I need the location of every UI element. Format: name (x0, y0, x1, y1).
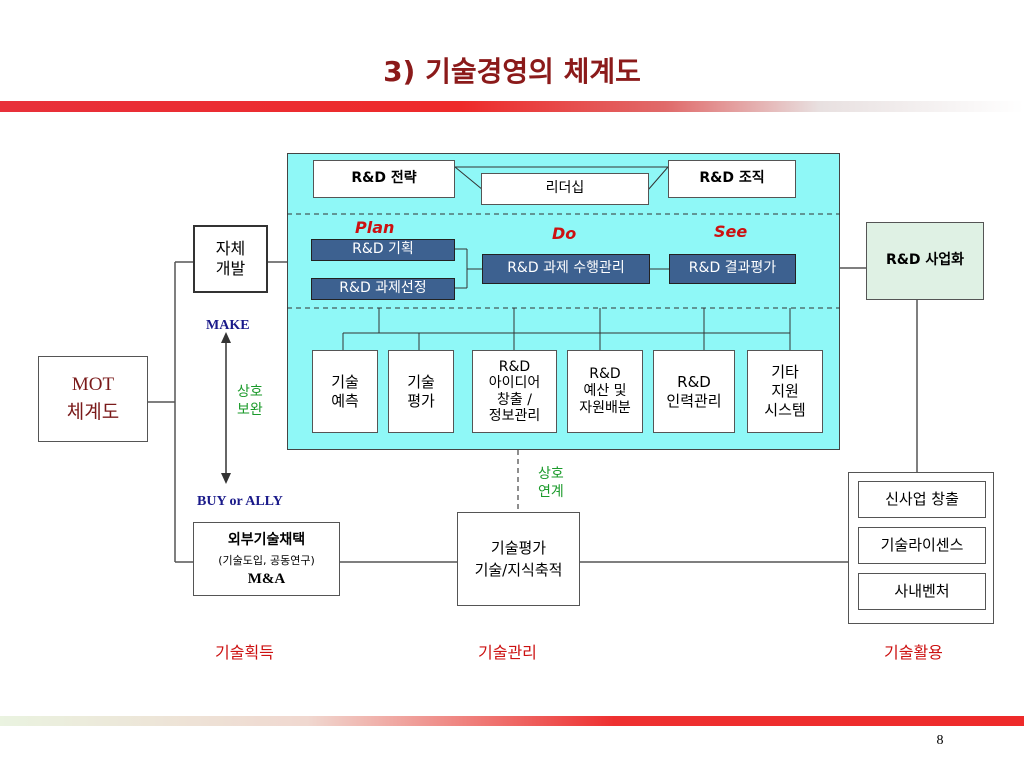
bottom-label-acquisition: 기술획득 (215, 643, 274, 662)
bottom-accent-bar (0, 716, 1024, 726)
rnd-selection-box: R&D 과제선정 (311, 278, 455, 300)
support-box-forecast: 기술 예측 (312, 350, 378, 433)
buy-arrowhead (221, 473, 231, 484)
page-title: 3) 기술경영의 체계도 (383, 55, 641, 88)
bottom-label-management: 기술관리 (478, 643, 537, 662)
external-adoption-title: 외부기술채택 (227, 532, 306, 548)
rnd-commercialization-box: R&D 사업화 (866, 222, 984, 300)
mutual-link-label: 상호 연계 (538, 466, 564, 500)
mna-label: M&A (247, 571, 286, 587)
panel-inner-lines (287, 166, 840, 350)
rnd-execution-box: R&D 과제 수행관리 (482, 254, 650, 284)
top-accent-bar (0, 101, 1024, 112)
external-adoption-box: 외부기술채택 (기술도입, 공동연구) M&A (193, 522, 340, 596)
utilization-item-new-business: 신사업 창출 (858, 481, 986, 518)
strategy-to-leadership-line (454, 166, 484, 191)
support-box-other: 기타 지원 시스템 (747, 350, 823, 433)
phase-see-label: See (714, 222, 748, 241)
mutual-complement-label: 상호 보완 (237, 384, 263, 418)
support-box-budget: R&D 예산 및 자원배분 (567, 350, 643, 433)
rnd-strategy-box: R&D 전략 (313, 160, 455, 198)
bottom-label-utilization: 기술활용 (884, 643, 943, 662)
mot-system-box: MOT 체계도 (38, 356, 148, 442)
support-box-hr: R&D 인력관리 (653, 350, 735, 433)
rnd-evaluation-box: R&D 결과평가 (669, 254, 796, 284)
rnd-planning-box: R&D 기획 (311, 239, 455, 261)
tech-management-box: 기술평가 기술/지식축적 (457, 512, 580, 606)
make-label: MAKE (206, 318, 250, 333)
page-number: 8 (936, 733, 944, 748)
rnd-organization-box: R&D 조직 (668, 160, 796, 198)
phase-plan-label: Plan (355, 218, 395, 237)
phase-do-label: Do (552, 224, 577, 243)
self-development-box: 자체 개발 (193, 225, 268, 293)
external-adoption-sub: (기술도입, 공동연구) (218, 554, 315, 567)
make-arrowhead (221, 332, 231, 343)
organization-to-leadership-line (647, 166, 669, 191)
utilization-item-license: 기술라이센스 (858, 527, 986, 564)
support-box-assessment: 기술 평가 (388, 350, 454, 433)
support-box-idea: R&D 아이디어 창출 / 정보관리 (472, 350, 557, 433)
utilization-item-venture: 사내벤처 (858, 573, 986, 610)
leadership-box: 리더십 (481, 173, 649, 205)
buy-or-ally-label: BUY or ALLY (197, 494, 283, 509)
